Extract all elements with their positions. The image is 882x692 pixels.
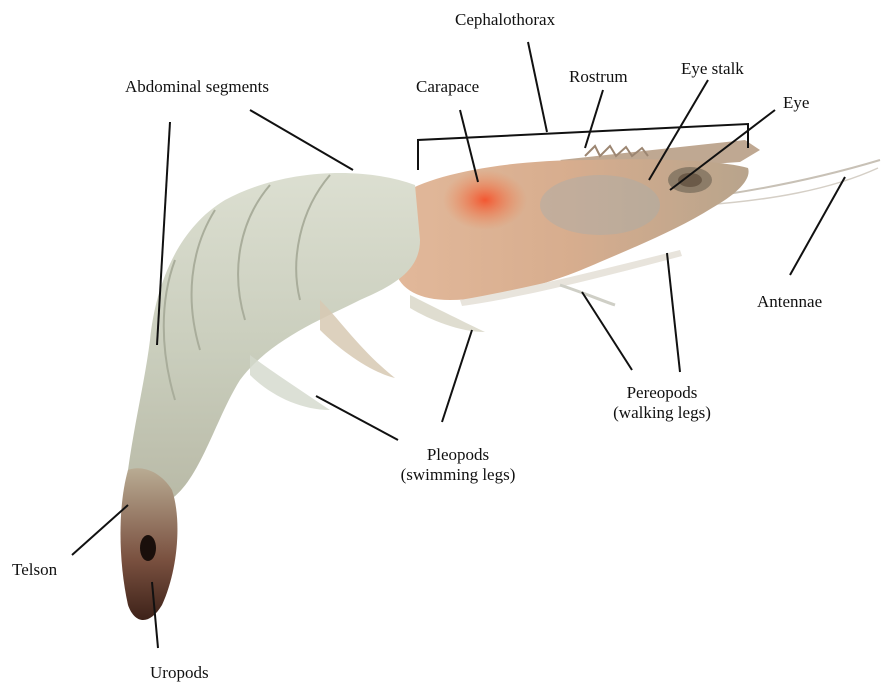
label-uropods: Uropods bbox=[150, 663, 209, 683]
label-pereopods-line2: (walking legs) bbox=[602, 403, 722, 423]
label-eye: Eye bbox=[783, 93, 809, 113]
pleopods-leader-1 bbox=[442, 330, 472, 422]
label-pleopods-line1: Pleopods bbox=[385, 445, 531, 465]
label-pereopods-line1: Pereopods bbox=[602, 383, 722, 403]
label-cephalothorax: Cephalothorax bbox=[455, 10, 555, 30]
pleopods-leader-2 bbox=[316, 396, 398, 440]
label-pereopods: Pereopods (walking legs) bbox=[602, 383, 722, 423]
cephalothorax-leader bbox=[528, 42, 547, 132]
label-rostrum: Rostrum bbox=[569, 67, 628, 87]
label-antennae: Antennae bbox=[757, 292, 822, 312]
abdomen-shape bbox=[127, 173, 420, 506]
label-carapace: Carapace bbox=[416, 77, 479, 97]
antennae-leader bbox=[790, 177, 845, 275]
carapace-grey-patch bbox=[540, 175, 660, 235]
pereopods-leader-2 bbox=[667, 253, 680, 372]
telson-leader bbox=[72, 505, 128, 555]
abdominal-segments-leader bbox=[250, 110, 353, 170]
label-abdominal-segments: Abdominal segments bbox=[125, 77, 269, 97]
label-eye-stalk: Eye stalk bbox=[681, 59, 744, 79]
label-pleopods: Pleopods (swimming legs) bbox=[385, 445, 531, 485]
rostrum-leader bbox=[585, 90, 603, 148]
label-telson: Telson bbox=[12, 560, 57, 580]
carapace-red-spot bbox=[443, 170, 527, 230]
label-pleopods-line2: (swimming legs) bbox=[385, 465, 531, 485]
telson-dark-spot bbox=[140, 535, 156, 561]
